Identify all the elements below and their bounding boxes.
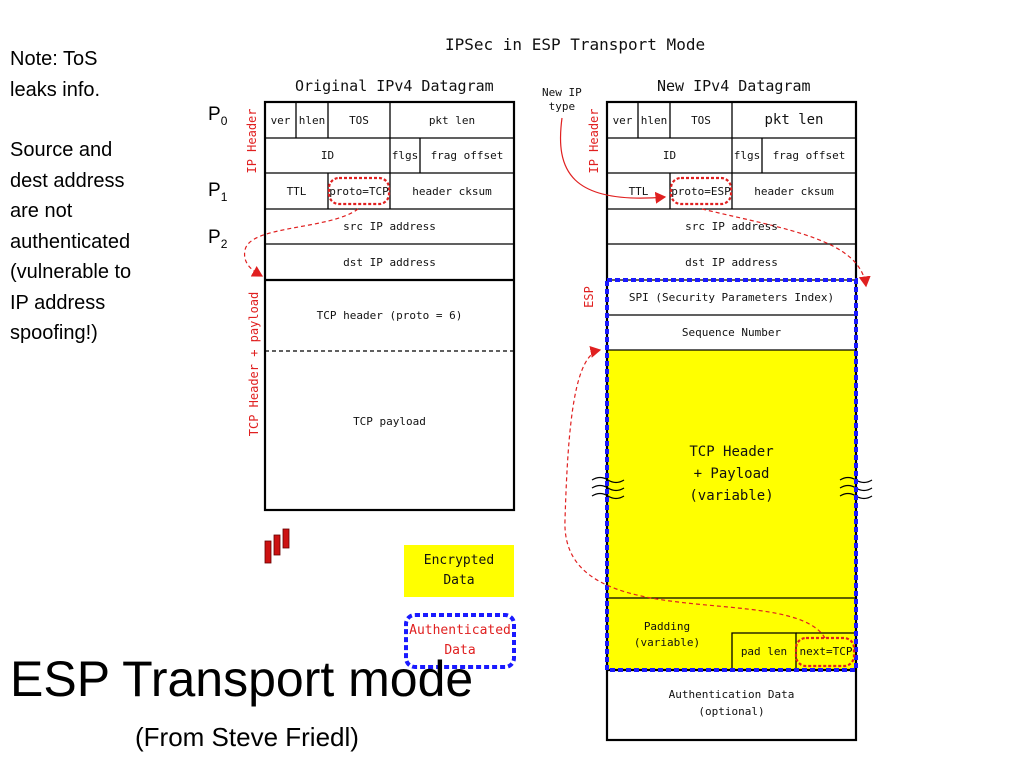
new-dst: dst IP address bbox=[685, 255, 778, 269]
new-padding: Padding (variable) bbox=[633, 620, 701, 649]
orig-tos: TOS bbox=[349, 113, 369, 127]
new-payload: TCP Header + Payload (variable) bbox=[689, 444, 774, 504]
new-hlen: hlen bbox=[640, 113, 668, 127]
orig-tcp-header: TCP header (proto = 6) bbox=[316, 309, 463, 322]
new-esp-label: ESP bbox=[582, 286, 596, 308]
p1-label: P1 bbox=[208, 180, 228, 204]
orig-ttl: TTL bbox=[286, 184, 307, 198]
original-title: Original IPv4 Datagram bbox=[295, 77, 494, 95]
orig-src: src IP address bbox=[343, 220, 436, 233]
orig-id: ID bbox=[320, 149, 335, 162]
original-ip-header-label: IP Header bbox=[245, 108, 259, 174]
side-note: Note: ToS leaks info. Source and dest ad… bbox=[10, 44, 170, 349]
new-src: src IP address bbox=[685, 220, 778, 233]
orig-ver: ver bbox=[270, 113, 291, 127]
new-ver: ver bbox=[612, 113, 633, 127]
new-auth-data: Authentication Data (optional) bbox=[668, 688, 795, 718]
orig-pkt-len: pkt len bbox=[428, 113, 476, 127]
legend-encrypted-swatch bbox=[404, 545, 514, 597]
diagram-title: IPSec in ESP Transport Mode bbox=[445, 35, 706, 54]
new-next: next=TCP bbox=[799, 645, 853, 658]
new-ttl: TTL bbox=[628, 184, 649, 198]
p2-label: P2 bbox=[208, 227, 228, 251]
orig-proto: proto=TCP bbox=[329, 184, 389, 198]
legend-authenticated-label: Authenticated Data bbox=[409, 623, 511, 658]
legend-encrypted-label: Encrypted Data bbox=[423, 553, 495, 588]
new-id: ID bbox=[662, 149, 677, 162]
p0-label: P0 bbox=[208, 104, 228, 128]
original-tcp-label: TCP Header + payload bbox=[247, 291, 261, 437]
new-proto: proto=ESP bbox=[671, 184, 731, 198]
new-tos: TOS bbox=[691, 113, 711, 127]
orig-tcp-payload: TCP payload bbox=[353, 414, 426, 428]
orig-flgs: flgs bbox=[391, 149, 419, 162]
orig-dst: dst IP address bbox=[343, 255, 436, 269]
tos-note: Note: ToS leaks info. bbox=[10, 48, 101, 101]
new-pkt-len: pkt len bbox=[764, 112, 824, 128]
auth-note: Source and dest address are not authenti… bbox=[10, 139, 132, 344]
new-title: New IPv4 Datagram bbox=[657, 77, 811, 95]
new-ip-type-label: New IP type bbox=[542, 86, 582, 113]
new-ip-header-label: IP Header bbox=[587, 108, 601, 174]
new-flgs: flgs bbox=[733, 149, 761, 162]
new-seq: Sequence Number bbox=[681, 326, 782, 339]
orig-frag-offset: frag offset bbox=[430, 149, 504, 162]
encrypted-region bbox=[608, 350, 855, 670]
new-header-cksum: header cksum bbox=[754, 184, 834, 198]
new-frag-offset: frag offset bbox=[772, 149, 846, 162]
new-pad-len: pad len bbox=[740, 645, 788, 658]
page-subtitle: (From Steve Friedl) bbox=[135, 722, 359, 752]
new-spi: SPI (Security Parameters Index) bbox=[628, 291, 835, 304]
orig-hlen: hlen bbox=[298, 113, 326, 127]
page-title: ESP Transport mode bbox=[10, 651, 474, 707]
orig-header-cksum: header cksum bbox=[412, 184, 492, 198]
